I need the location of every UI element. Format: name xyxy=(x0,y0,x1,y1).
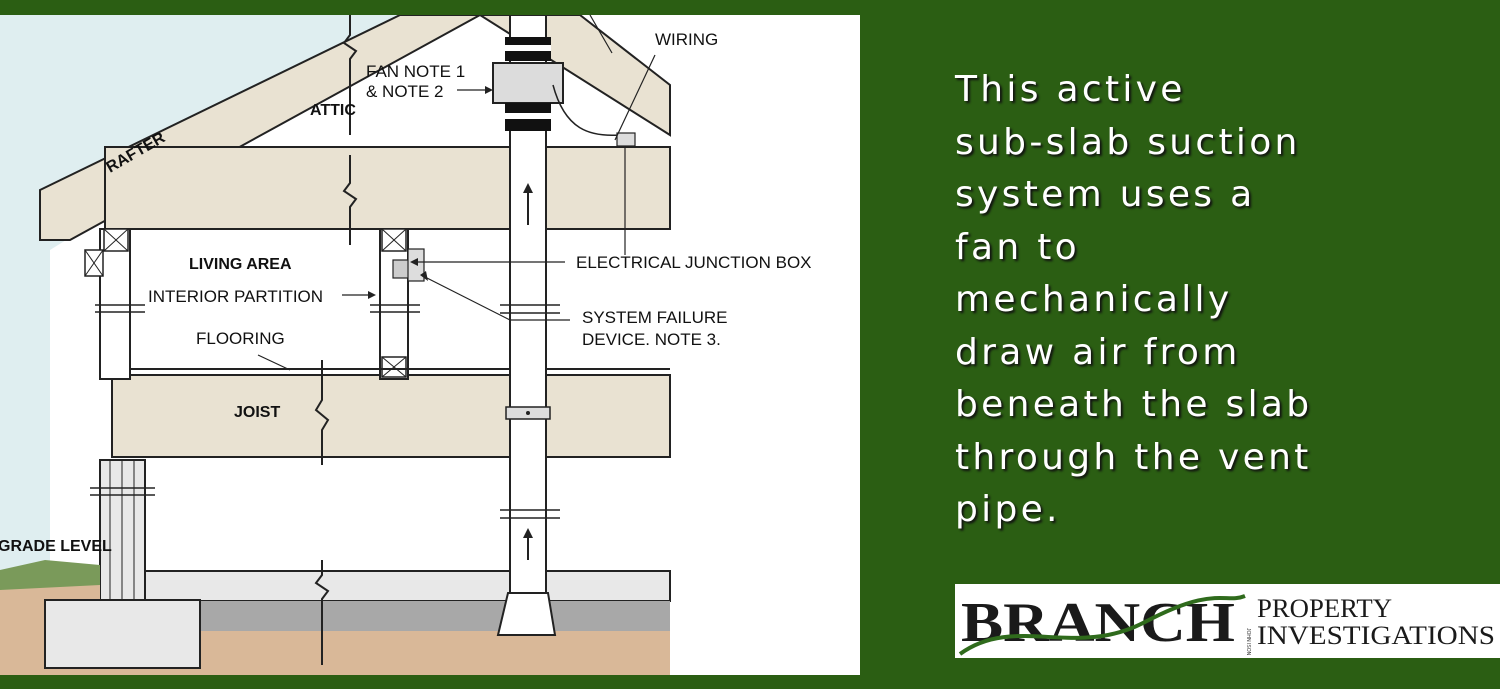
logo-property-text: PROPERTY xyxy=(1257,594,1392,623)
branch-logo: BRANCH JOHN ISON PROPERTY INVESTIGATIONS xyxy=(955,584,1500,658)
radon-system-diagram: WIRING FAN NOTE 1 & NOTE 2 ATTIC RAFTER … xyxy=(0,15,860,675)
fan-note-1-label: FAN NOTE 1 xyxy=(366,62,465,81)
caption-line: beneath the slab xyxy=(955,384,1313,425)
grass xyxy=(0,560,100,590)
logo-tiny-text: JOHN ISON xyxy=(1245,628,1251,656)
interior-partition-label: INTERIOR PARTITION xyxy=(148,287,323,306)
wiring-label: WIRING xyxy=(655,30,718,49)
caption-line: sub-slab suction xyxy=(955,121,1301,163)
footing xyxy=(44,599,201,669)
caption-line: fan to xyxy=(955,226,1080,268)
grade-level-label: GRADE LEVEL xyxy=(0,538,112,555)
caption-line: draw air from xyxy=(955,331,1241,373)
electrical-junction-box-label: ELECTRICAL JUNCTION BOX xyxy=(576,253,812,272)
left-wall xyxy=(99,228,131,380)
caption-line: mechanically xyxy=(955,279,1233,320)
system-failure-label-2: DEVICE. NOTE 3. xyxy=(582,330,721,349)
fan-note-2-label: & NOTE 2 xyxy=(366,82,443,101)
junction-box-attic xyxy=(616,132,636,147)
caption-text: This active sub-slab suction system uses… xyxy=(955,64,1405,537)
attic-label: ATTIC xyxy=(310,102,356,119)
logo-swoosh xyxy=(958,594,1246,656)
fan-housing xyxy=(492,62,564,104)
joist-label: JOIST xyxy=(234,404,280,421)
floor-joist-band xyxy=(111,374,671,458)
slab xyxy=(144,570,671,602)
wiring-line xyxy=(552,84,621,137)
gravel xyxy=(200,601,670,631)
caption-line: through the vent xyxy=(955,436,1312,478)
flooring-label: FLOORING xyxy=(196,329,285,348)
system-failure-label-1: SYSTEM FAILURE xyxy=(582,308,727,327)
caption-line: This active xyxy=(955,69,1186,110)
suction-pit xyxy=(496,592,557,636)
caption-line: system uses a xyxy=(955,174,1256,215)
caption-line: pipe. xyxy=(955,489,1061,530)
living-area-label: LIVING AREA xyxy=(189,256,292,273)
ceiling-band xyxy=(104,146,671,230)
logo-investigations-text: INVESTIGATIONS xyxy=(1257,621,1495,650)
